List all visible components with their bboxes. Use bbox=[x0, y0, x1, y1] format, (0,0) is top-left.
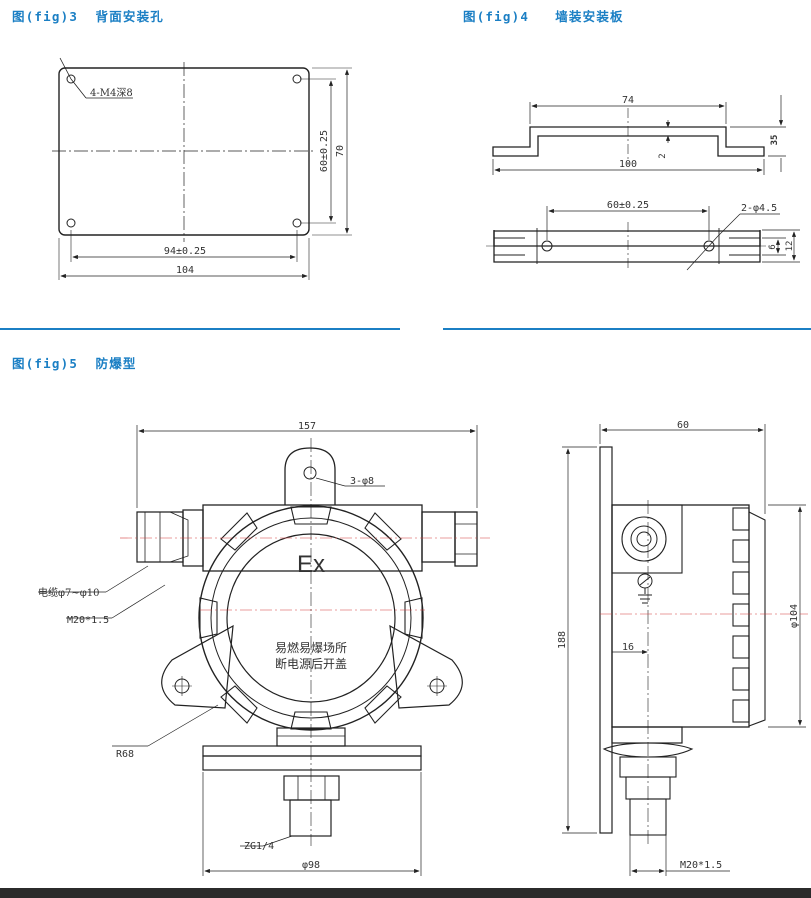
fig5-pipe-thread: ZG1/4 bbox=[244, 841, 274, 852]
mount-hole-icon bbox=[292, 74, 302, 84]
section-divider-left bbox=[0, 328, 400, 330]
mount-ear bbox=[284, 447, 336, 505]
plate-profile bbox=[492, 126, 765, 157]
fig5-dim-width: 157 bbox=[298, 421, 316, 432]
fig5-warning-line2: 断电源后开盖 bbox=[275, 656, 347, 671]
fig5-side-depth: 60 bbox=[677, 420, 689, 431]
fig4-dim-slot: 6 bbox=[768, 244, 778, 249]
mount-hole-icon bbox=[292, 218, 302, 228]
fig4-dim-h: 35 bbox=[770, 135, 780, 146]
fig5-title: 图(fig)5 防爆型 bbox=[12, 356, 137, 371]
section-divider-right bbox=[443, 328, 811, 330]
fig3-title: 图(fig)3 背面安装孔 bbox=[12, 9, 165, 24]
fig4-drawing bbox=[486, 95, 800, 271]
fig5-side-drawing bbox=[562, 424, 806, 876]
plate-plan-top bbox=[493, 230, 761, 247]
fig4-dim-hole-spacing: 60±0.25 bbox=[607, 200, 649, 211]
fig3-dim-outer-h: 70 bbox=[335, 145, 346, 157]
fig5-front-drawing bbox=[38, 425, 478, 876]
wall-plate bbox=[599, 446, 613, 834]
fig5-side-offset: 16 bbox=[622, 642, 634, 653]
fig3-dim-inner-h: 60±0.25 bbox=[319, 130, 330, 172]
fig3-dim-outer-w: 104 bbox=[176, 265, 194, 276]
fig5-side-dia: φ104 bbox=[789, 604, 800, 628]
fig3-hole-label: 4-M4深8 bbox=[90, 87, 133, 99]
fig5-thread: M20*1.5 bbox=[67, 615, 109, 626]
fig4-dim-thk: 2 bbox=[658, 153, 668, 158]
fig4-hole-label: 2-φ4.5 bbox=[741, 203, 777, 214]
footer-bar bbox=[0, 888, 811, 898]
mount-hole-icon bbox=[66, 74, 76, 84]
fig5-radius: R68 bbox=[116, 749, 134, 760]
fig4-title: 图(fig)4 墙装安装板 bbox=[463, 9, 624, 24]
fig4-dim-top: 74 bbox=[622, 95, 634, 106]
fig4-dim-plate: 12 bbox=[785, 241, 795, 252]
side-housing bbox=[611, 504, 750, 728]
fig5-side-height: 188 bbox=[557, 631, 568, 649]
fig5-mount-hole: 3-φ8 bbox=[350, 476, 374, 487]
mount-hole-icon bbox=[66, 218, 76, 228]
fig4-dim-bottom: 100 bbox=[619, 159, 637, 170]
fig5-ex-mark: Ex bbox=[297, 551, 325, 578]
fig3-dim-inner-w: 94±0.25 bbox=[164, 246, 206, 257]
fig5-warning-line1: 易燃易爆场所 bbox=[275, 640, 347, 655]
fig5-flange-dia: φ98 bbox=[302, 860, 320, 871]
fig5-side-thread: M20*1.5 bbox=[680, 860, 722, 871]
fig3-drawing bbox=[52, 57, 352, 280]
fig5-cable: 电缆φ7~φ10 bbox=[38, 586, 99, 599]
